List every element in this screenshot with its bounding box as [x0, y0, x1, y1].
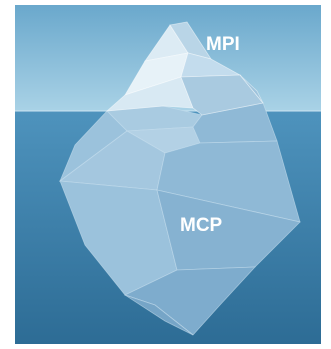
base-label: MCP — [180, 215, 223, 236]
tip-label: MPI — [206, 34, 240, 55]
iceberg-scene: MPI MCP — [15, 5, 321, 344]
iceberg-underwater — [58, 102, 301, 336]
iceberg-tip — [105, 21, 264, 116]
iceberg-illustration: MPI MCP — [15, 5, 321, 344]
